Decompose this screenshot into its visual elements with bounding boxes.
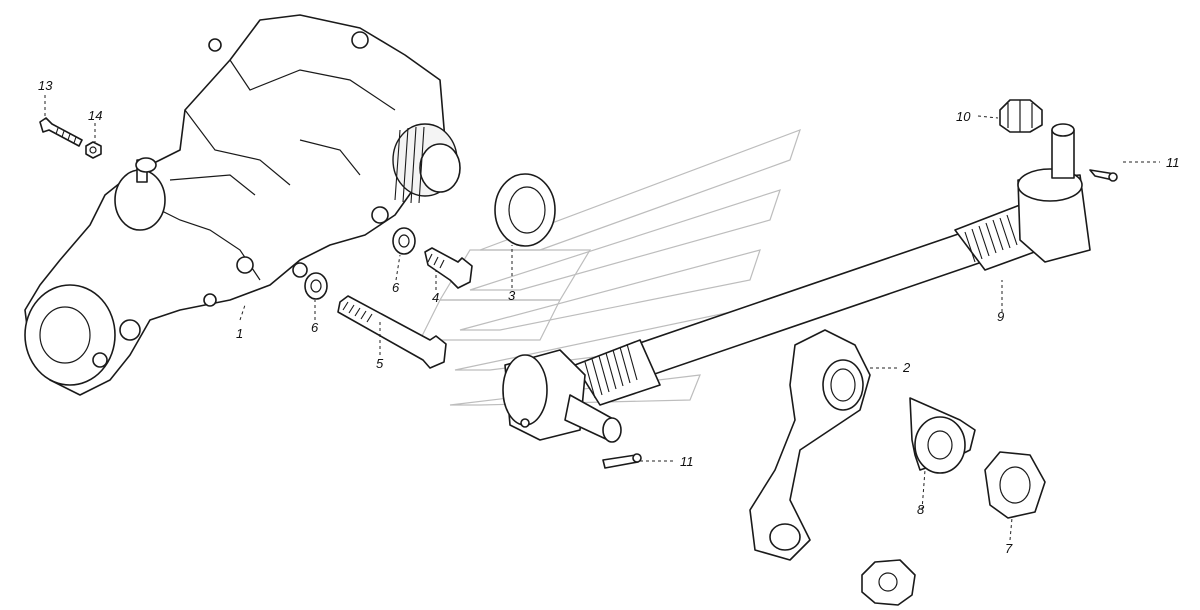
callout-11-upper: 11 [1166,155,1180,170]
callout-9: 9 [997,309,1004,324]
callout-2: 2 [902,360,911,375]
callout-6-lower: 6 [311,320,319,335]
cotter-pin-11-lower [602,453,642,469]
washer-6-upper [392,227,416,255]
nut-14 [85,141,102,159]
callout-14: 14 [88,108,102,123]
callout-5: 5 [376,356,384,371]
washer-6-lower [304,272,328,300]
bolt-4 [424,247,473,289]
callout-6-upper: 6 [392,280,400,295]
castle-nut-bottom [861,559,916,606]
leader-lines [44,95,1160,541]
callout-10: 10 [956,109,971,124]
hex-nut-7 [984,451,1046,519]
callout-4: 4 [432,290,439,305]
pitman-arm-2 [749,329,871,561]
callout-13: 13 [38,78,53,93]
callout-7: 7 [1005,541,1013,556]
washer-3 [494,173,556,247]
callout-8: 8 [917,502,925,517]
callout-11-lower: 11 [680,454,694,469]
bolt-13 [39,117,83,147]
callout-3: 3 [508,288,516,303]
cotter-pin-11-upper [1089,169,1118,182]
steering-gear-housing [24,14,461,396]
callout-1: 1 [236,326,243,341]
callout-labels: 1 2 3 4 5 6 6 7 8 9 10 11 11 13 14 [38,78,1180,556]
tie-rod-9 [502,123,1091,443]
lock-washer-8 [909,397,976,474]
castle-nut-10 [999,99,1043,133]
bolt-5 [337,295,447,369]
